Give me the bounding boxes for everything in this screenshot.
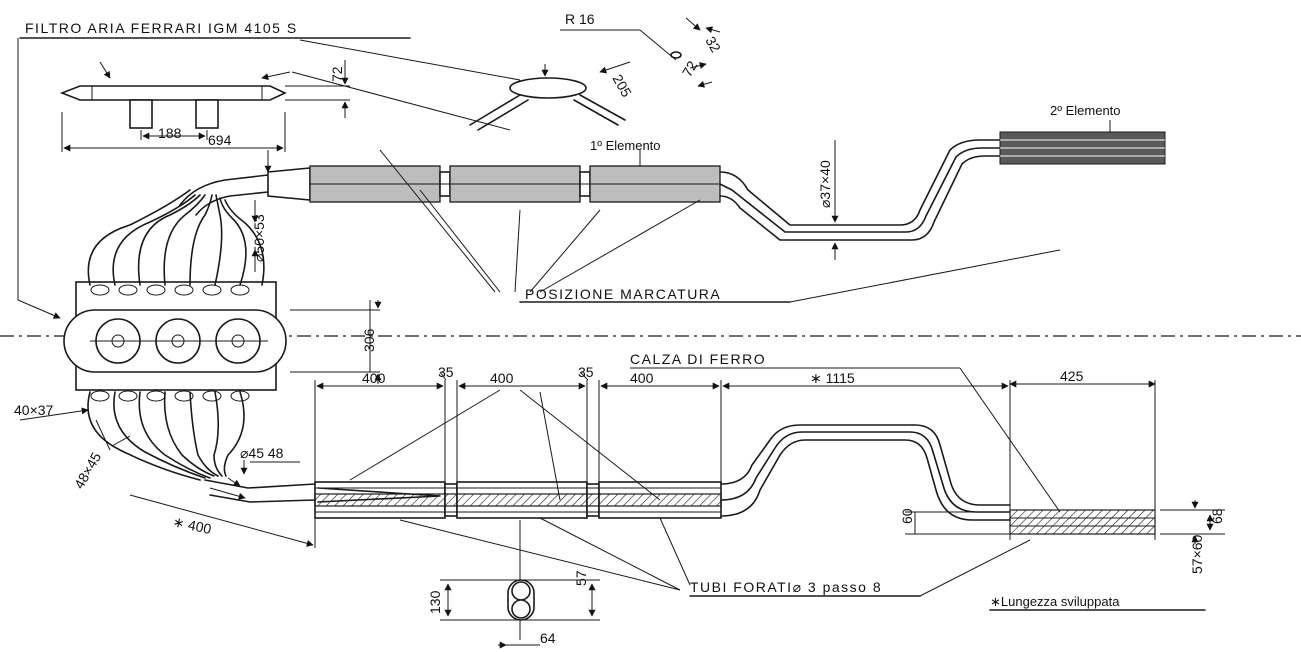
dim-60: 60 xyxy=(899,508,915,524)
dim-306: 306 xyxy=(361,328,377,352)
dim-35-a: 35 xyxy=(438,364,454,380)
dim-37x40: ⌀37×40 xyxy=(817,160,833,208)
marking-position-label: POSIZIONE MARCATURA xyxy=(525,286,721,302)
perforated-tubes-label: TUBI FORATI⌀ 3 passo 8 xyxy=(690,579,882,595)
title-label: FILTRO ARIA FERRARI IGM 4105 S xyxy=(25,20,298,36)
dim-72-filter: 72 xyxy=(329,66,345,82)
dim-57: 57 xyxy=(573,570,589,586)
dim-68: 68 xyxy=(1209,508,1225,524)
dim-400-d: ∗ 400 xyxy=(171,513,213,537)
dim-32: 32 xyxy=(702,34,724,56)
section-leaders xyxy=(349,367,1206,611)
dim-205: 205 xyxy=(609,72,635,100)
dim-40x37: 40×37 xyxy=(14,402,54,418)
dim-400-a: 400 xyxy=(362,370,386,386)
element-1-label: 1º Elemento xyxy=(590,138,661,153)
dim-694: 694 xyxy=(208,132,232,148)
wire-mesh-label: CALZA DI FERRO xyxy=(630,351,766,367)
element-2-label: 2º Elemento xyxy=(1050,103,1121,118)
developed-length-label: ∗Lungezza sviluppata xyxy=(990,594,1120,609)
dim-400-b: 400 xyxy=(490,370,514,386)
dim-48x45: 48×45 xyxy=(71,449,105,491)
dim-45-48: ⌀45 48 xyxy=(240,445,284,461)
marking-leaders xyxy=(379,149,1061,303)
r16-label: R 16 xyxy=(565,11,595,27)
dim-35-b: 35 xyxy=(578,364,594,380)
filter-inlet-right xyxy=(195,99,219,129)
dim-1115: ∗ 1115 xyxy=(810,370,855,386)
dim-188: 188 xyxy=(158,125,182,141)
dim-72-bend: 72 xyxy=(679,58,701,80)
dim-425: 425 xyxy=(1060,368,1084,384)
top-exhaust-view xyxy=(179,120,1166,260)
exhaust-manifold xyxy=(63,189,382,481)
filter-body xyxy=(59,85,287,101)
dim-130: 130 xyxy=(427,590,443,614)
dim-50x53: ⌀50×53 xyxy=(251,214,267,262)
dim-57x60: 57×60 xyxy=(1189,534,1205,574)
end-silencer-2 xyxy=(1009,509,1156,535)
perforated-tube xyxy=(314,493,722,507)
dim-64: 64 xyxy=(540,630,556,646)
dim-400-c: 400 xyxy=(630,370,654,386)
filter-inlet-left xyxy=(129,99,153,129)
bend-detail xyxy=(291,17,721,131)
air-filter-view xyxy=(17,37,411,319)
bend-ellipse xyxy=(509,77,587,99)
tube-cross-section xyxy=(440,520,600,649)
